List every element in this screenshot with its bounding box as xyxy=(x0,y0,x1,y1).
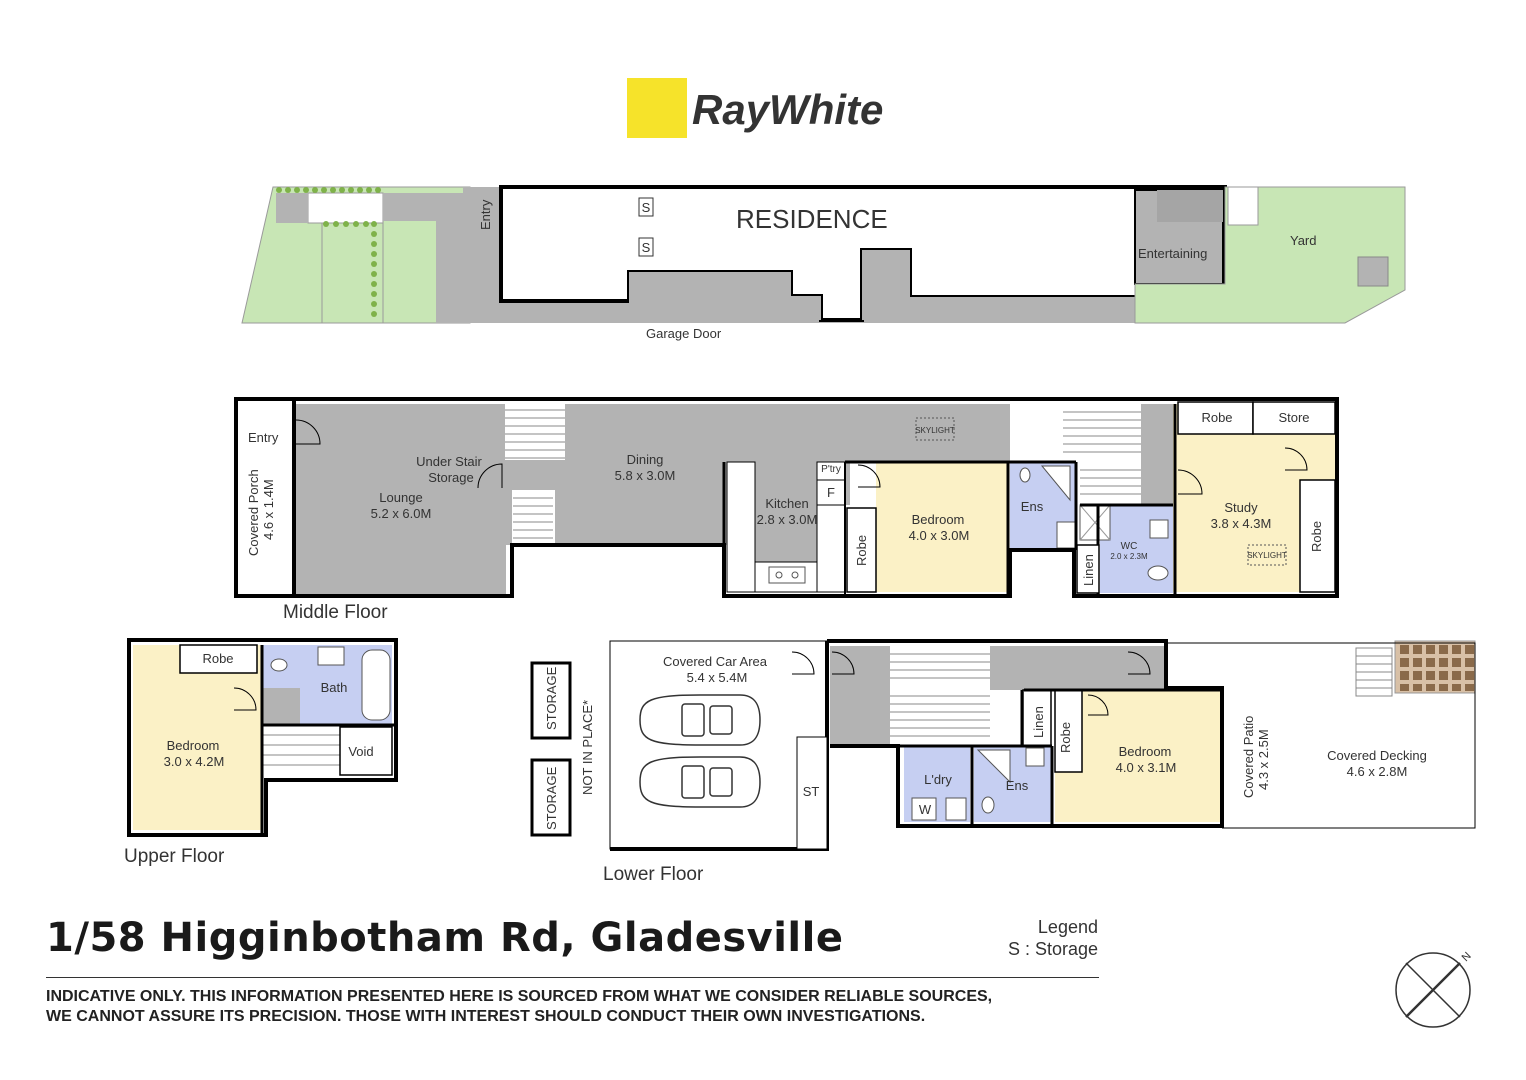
hedge-dots xyxy=(276,187,381,317)
residence-label: RESIDENCE xyxy=(736,204,888,234)
disclaimer: INDICATIVE ONLY. THIS INFORMATION PRESEN… xyxy=(46,987,1116,1027)
uf-bedroom-size: 3.0 x 4.2M xyxy=(164,754,225,769)
kitchen-size: 2.8 x 3.0M xyxy=(757,512,818,527)
study-skylight-label: SKYLIGHT xyxy=(1247,551,1287,560)
mf-robe-label: Robe xyxy=(854,535,869,566)
wc-size: 2.0 x 2.3M xyxy=(1110,552,1148,561)
kitchen-label: Kitchen xyxy=(765,496,808,511)
upper-floor-label: Upper Floor xyxy=(124,846,225,867)
covered-patio-size: 4.3 x 2.5M xyxy=(1256,729,1271,790)
lower-floor-label: Lower Floor xyxy=(603,864,704,885)
study-robe-label: Robe xyxy=(1309,521,1324,552)
store-label: Store xyxy=(1278,410,1309,425)
disclaimer-line-1: INDICATIVE ONLY. THIS INFORMATION PRESEN… xyxy=(46,988,993,1005)
lf-bedroom-label: Bedroom xyxy=(1119,744,1172,759)
car-area-size: 5.4 x 5.4M xyxy=(687,670,748,685)
bath-label: Bath xyxy=(321,680,348,695)
legend: Legend S : Storage xyxy=(1008,916,1098,960)
under-stair-storage-label: Storage xyxy=(428,470,474,485)
raywhite-logo: RayWhite xyxy=(627,78,883,138)
not-in-place-label: NOT IN PLACE* xyxy=(580,700,595,795)
lf-linen-label: Linen xyxy=(1031,706,1046,738)
compass-north-label: N xyxy=(1460,950,1474,964)
st-label: ST xyxy=(803,784,820,799)
car-area-label: Covered Car Area xyxy=(663,654,768,669)
pantry-label: P'try xyxy=(821,464,841,475)
covered-patio-label: Covered Patio xyxy=(1241,716,1256,798)
site-plan: Entry RESIDENCE S S Entertaining Yard Ga… xyxy=(241,185,1406,341)
middle-floor: Entry Covered Porch 4.6 x 1.4M Lounge 5.… xyxy=(234,397,1339,623)
void-label: Void xyxy=(348,744,373,759)
mf-robe-top-label: Robe xyxy=(1201,410,1232,425)
uf-robe-label: Robe xyxy=(202,651,233,666)
dining-skylight-label: SKYLIGHT xyxy=(915,426,955,435)
mf-ens-label: Ens xyxy=(1021,499,1044,514)
lower-floor: STORAGE STORAGE NOT IN PLACE* Covered Ca… xyxy=(530,639,1476,885)
under-stair-label: Under Stair xyxy=(416,454,482,469)
study-label: Study xyxy=(1224,500,1258,515)
lounge-label: Lounge xyxy=(379,490,422,505)
north-compass-icon: N xyxy=(1395,950,1474,1028)
planter-pattern xyxy=(1400,645,1474,691)
dining-size: 5.8 x 3.0M xyxy=(615,468,676,483)
garage-door-label: Garage Door xyxy=(646,326,722,341)
study-size: 3.8 x 4.3M xyxy=(1211,516,1272,531)
site-entry-label: Entry xyxy=(478,199,493,230)
mf-bedroom-label: Bedroom xyxy=(912,512,965,527)
car-1 xyxy=(639,694,761,746)
yard-label: Yard xyxy=(1290,233,1317,248)
lf-robe-label: Robe xyxy=(1058,722,1073,753)
storage-2-label: STORAGE xyxy=(544,766,559,830)
property-address: 1/58 Higginbotham Rd, Gladesville xyxy=(46,915,844,961)
disclaimer-line-2: WE CANNOT ASSURE ITS PRECISION. THOSE WI… xyxy=(46,1008,926,1025)
upper-floor: Robe Bath Bedroom 3.0 x 4.2M Void Upper … xyxy=(124,638,398,867)
mf-entry-label: Entry xyxy=(248,430,279,445)
laundry-label: L'dry xyxy=(924,772,952,787)
lounge-size: 5.2 x 6.0M xyxy=(371,506,432,521)
uf-bedroom-label: Bedroom xyxy=(167,738,220,753)
covered-porch-label: Covered Porch xyxy=(246,469,261,556)
mf-linen-label: Linen xyxy=(1081,554,1096,586)
covered-decking-label: Covered Decking xyxy=(1327,748,1427,763)
legend-entry: S : Storage xyxy=(1007,939,1098,959)
covered-decking-size: 4.6 x 2.8M xyxy=(1347,764,1408,779)
car-2 xyxy=(639,756,761,808)
wc-label: WC xyxy=(1121,541,1138,552)
washer-label: W xyxy=(919,802,932,817)
fridge-label: F xyxy=(827,485,835,500)
dining-label: Dining xyxy=(627,452,664,467)
middle-floor-label: Middle Floor xyxy=(283,602,388,623)
storage-symbol-1: S xyxy=(642,200,651,215)
mf-bedroom-size: 4.0 x 3.0M xyxy=(909,528,970,543)
covered-porch-size: 4.6 x 1.4M xyxy=(261,479,276,540)
divider xyxy=(46,977,1099,978)
lf-bedroom-size: 4.0 x 3.1M xyxy=(1116,760,1177,775)
storage-1-label: STORAGE xyxy=(544,666,559,730)
entertaining-label: Entertaining xyxy=(1138,246,1207,261)
logo-text: RayWhite xyxy=(692,86,883,133)
storage-symbol-2: S xyxy=(642,240,651,255)
lf-ens-label: Ens xyxy=(1006,778,1029,793)
legend-title: Legend xyxy=(1037,917,1098,937)
